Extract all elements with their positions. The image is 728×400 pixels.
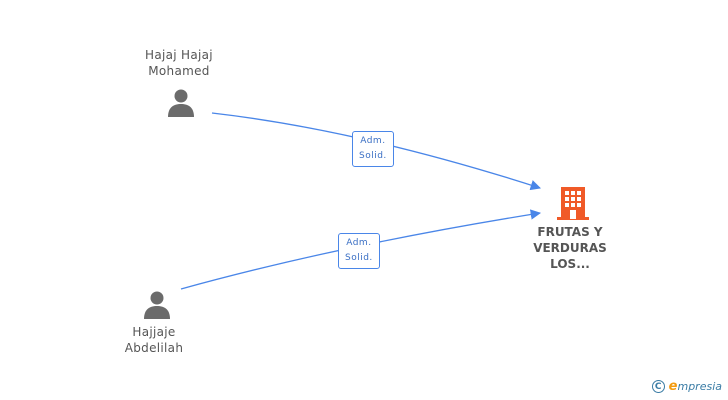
person-name-line2: Mohamed — [148, 64, 210, 78]
copyright-icon: C — [651, 380, 665, 393]
person-label-hajjaje[interactable]: Hajjaje Abdelilah — [94, 324, 214, 356]
relation-label-adm-solid: Adm. Solid. — [338, 233, 380, 269]
person-icon[interactable] — [142, 290, 172, 320]
person-name-line2: Abdelilah — [124, 341, 184, 355]
relation-label-adm-solid: Adm. Solid. — [352, 131, 394, 167]
brand-logo: empresia — [668, 379, 722, 394]
person-icon[interactable] — [166, 88, 196, 118]
person-label-hajaj[interactable]: Hajaj Hajaj Mohamed — [119, 47, 239, 79]
company-label[interactable]: FRUTAS Y VERDURAS LOS... — [533, 225, 607, 271]
person-name-line1: Hajjaje — [132, 325, 176, 339]
footer-brand[interactable]: C empresia — [651, 379, 722, 394]
person-name-line1: Hajaj Hajaj — [145, 48, 213, 62]
building-icon[interactable] — [557, 185, 589, 221]
